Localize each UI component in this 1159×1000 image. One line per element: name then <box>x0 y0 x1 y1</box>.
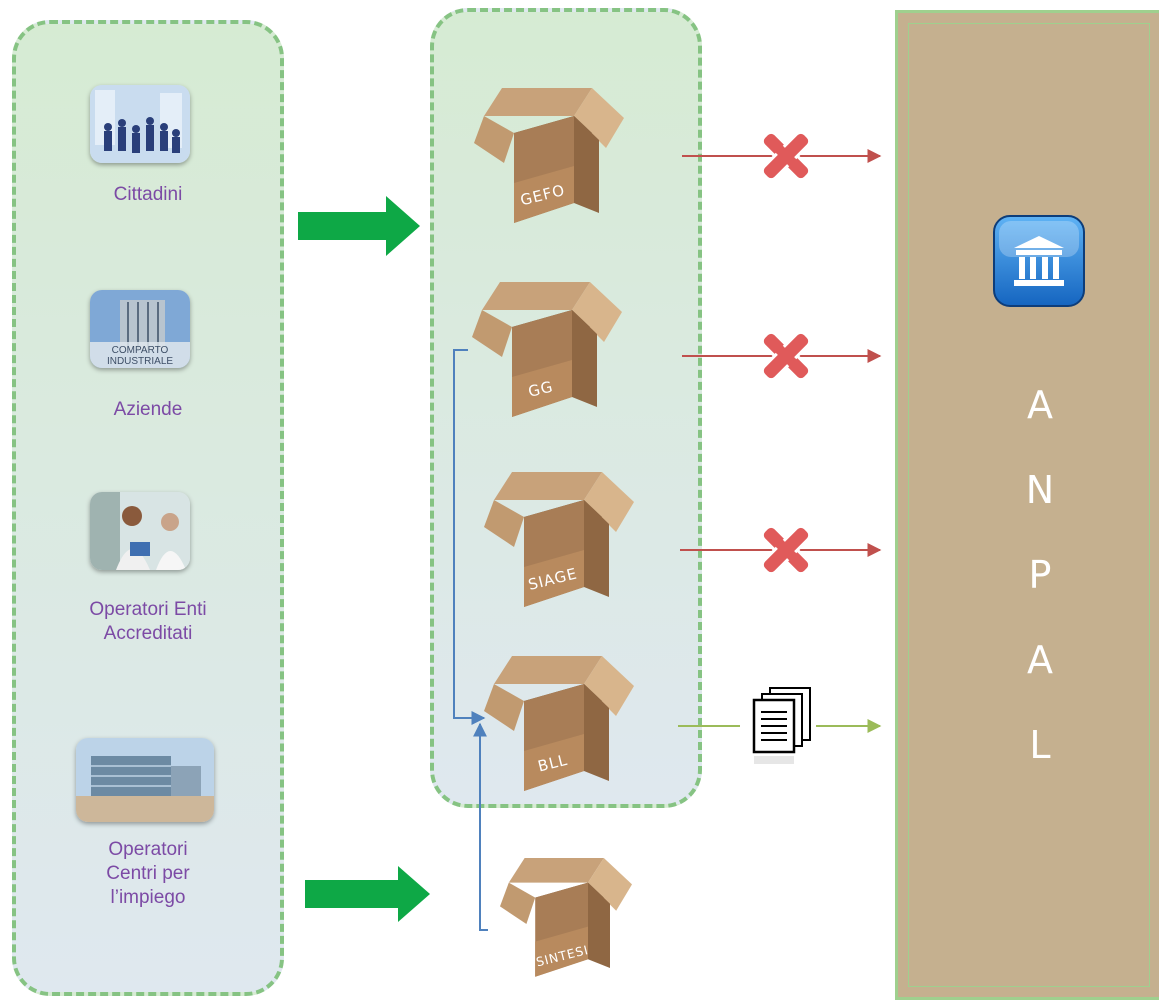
actor-label-cittadini: Cittadini <box>113 184 183 205</box>
anpal-inner-border <box>908 23 1150 987</box>
flow-arrow-top <box>298 196 420 256</box>
flow-arrow-bottom <box>305 866 430 922</box>
system-box-siage: SIAGE <box>484 472 634 607</box>
system-box-gefo: GEFO <box>474 88 624 223</box>
feed-line-gg-to-bll <box>453 349 486 725</box>
anpal-letter: N <box>1025 468 1055 512</box>
office-building-photo-icon <box>76 738 214 822</box>
feed-line-sintesi-to-bll <box>473 722 488 931</box>
crowd-photo-icon <box>90 85 190 163</box>
blocked-x-icon <box>760 130 812 182</box>
image-caption: COMPARTO INDUSTRIALE <box>106 345 174 367</box>
anpal-letter: P <box>1028 553 1052 597</box>
system-box-gg: GG <box>472 282 622 417</box>
government-building-icon <box>993 215 1085 307</box>
svg-text:GG: GG <box>526 377 555 401</box>
actor-label-operatori-enti: Operatori Enti Accreditati <box>89 599 207 644</box>
anpal-panel <box>895 10 1159 1000</box>
system-box-sintesi: SINTESI <box>500 858 632 977</box>
blocked-x-icon <box>760 524 812 576</box>
documents-icon <box>752 687 811 764</box>
industrial-building-photo-icon: COMPARTO INDUSTRIALE <box>90 290 190 368</box>
office-workers-photo-icon <box>90 492 190 570</box>
actor-label-operatori-centri: Operatori Centri per l’impiego <box>106 839 190 908</box>
anpal-letter: L <box>1029 723 1051 767</box>
actor-label-aziende: Aziende <box>113 399 183 420</box>
system-box-bll: BLL <box>484 656 634 791</box>
anpal-letter: A <box>1027 383 1053 427</box>
anpal-letter: A <box>1027 638 1053 682</box>
blocked-x-icon <box>760 330 812 382</box>
